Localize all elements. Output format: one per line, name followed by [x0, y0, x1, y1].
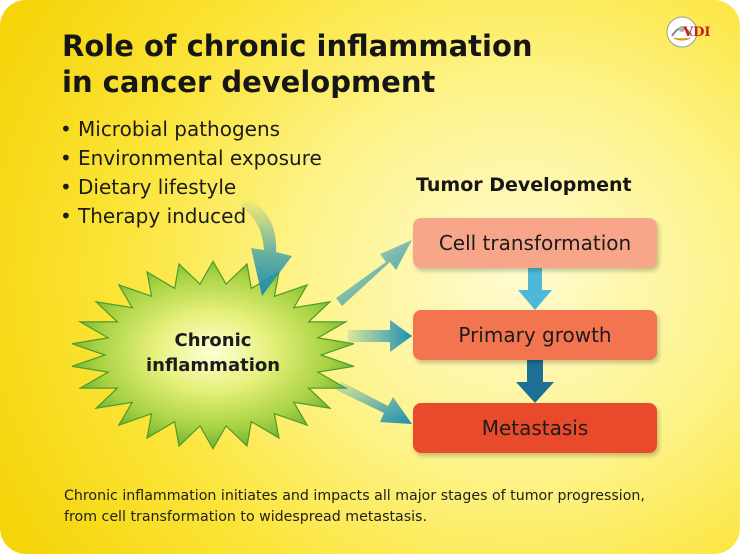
cause-item: Dietary lifestyle — [60, 173, 322, 202]
stage-metastasis: Metastasis — [413, 403, 657, 453]
cause-item: Therapy induced — [60, 202, 322, 231]
page-title: Role of chronic inflammation in cancer d… — [62, 28, 533, 100]
stage-primary-growth: Primary growth — [413, 310, 657, 360]
chronic-inflammation-burst — [71, 260, 355, 450]
stage-cell-transformation: Cell transformation — [413, 218, 657, 268]
cause-item: Microbial pathogens — [60, 115, 322, 144]
title-line-2: in cancer development — [62, 65, 436, 99]
footer-line-1: Chronic inflammation initiates and impac… — [64, 488, 645, 504]
vdi-logo-icon — [666, 16, 698, 48]
tumor-development-heading: Tumor Development — [416, 174, 632, 196]
title-line-1: Role of chronic inflammation — [62, 29, 533, 63]
footer-caption: Chronic inflammation initiates and impac… — [64, 486, 704, 528]
cell-transformation-to-primary-growth-arrow — [518, 268, 552, 310]
footer-line-2: from cell transformation to widespread m… — [64, 509, 427, 525]
central-node-line-2: inflammation — [145, 355, 281, 376]
causes-list: Microbial pathogens Environmental exposu… — [60, 115, 322, 231]
cause-item: Environmental exposure — [60, 144, 322, 173]
inflammation-to-cell-transformation-arrow — [336, 240, 412, 306]
vdi-logo-text: VDI — [683, 25, 711, 40]
chronic-inflammation-label: Chronic inflammation — [118, 328, 308, 378]
central-node-line-1: Chronic — [174, 330, 252, 351]
causes-to-inflammation-arrow — [240, 198, 292, 296]
inflammation-to-primary-growth-arrow — [348, 320, 412, 352]
inflammation-to-metastasis-arrow — [336, 382, 412, 424]
primary-growth-to-metastasis-arrow — [516, 360, 554, 403]
